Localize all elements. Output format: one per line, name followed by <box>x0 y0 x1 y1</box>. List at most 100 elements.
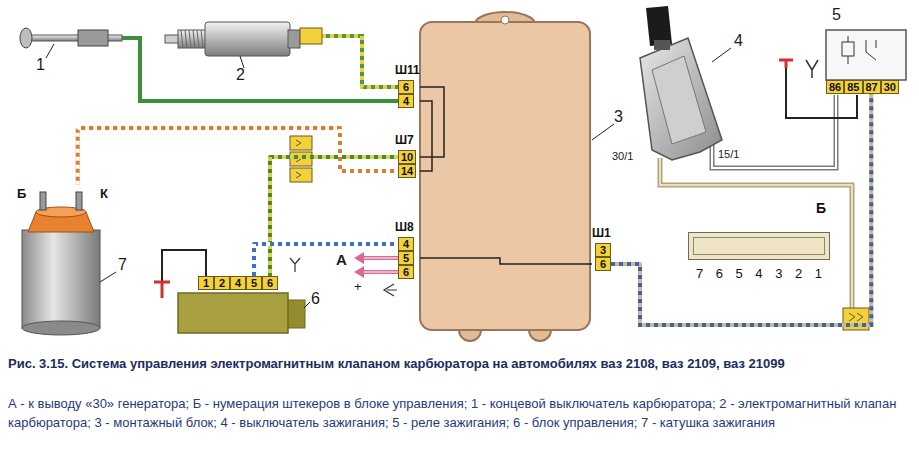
relay-part <box>848 36 876 64</box>
connector-block: Ш71014 <box>398 150 416 178</box>
wire-plug-part <box>849 313 863 321</box>
connector-name: Ш8 <box>395 220 414 234</box>
control-unit <box>154 250 310 333</box>
pin-number: 4 <box>398 237 414 251</box>
mounting-block-part <box>420 22 590 330</box>
thread-line <box>189 30 191 48</box>
ignition-coil-part <box>76 192 82 210</box>
callout-number: 2 <box>236 66 245 84</box>
pin-number: 85 <box>844 80 862 94</box>
pin-number: 2 <box>214 276 230 290</box>
solenoid-valve-part <box>205 22 290 56</box>
legend-text: А - к выводу «30» генератора; Б - нумера… <box>8 394 912 432</box>
solenoid-valve-part <box>322 36 398 87</box>
control-unit-pins: 12456 <box>198 276 278 290</box>
control-unit-part <box>304 302 310 308</box>
mounting-block <box>420 12 614 341</box>
plug-outline <box>688 232 830 260</box>
pin-number: 6 <box>262 276 278 290</box>
terminal-arrow-part <box>354 252 364 264</box>
wire-core <box>270 157 398 276</box>
wire <box>78 128 398 185</box>
thread-line <box>185 30 187 48</box>
callout-number: 1 <box>36 56 45 74</box>
callout-number: 3 <box>614 108 623 126</box>
callout-number: 7 <box>118 256 127 274</box>
pin-number: 4 <box>398 94 414 108</box>
solenoid-valve-part <box>300 28 322 44</box>
solenoid-valve-part <box>178 30 206 48</box>
figure-caption: Рис. 3.15. Система управления электромаг… <box>8 356 785 371</box>
mounting-block-part <box>592 124 614 140</box>
wire-stripe <box>254 244 398 276</box>
wire-core <box>611 94 871 325</box>
ignition-coil-part <box>22 230 100 328</box>
terminal-arrow <box>354 252 398 296</box>
pin-number: 86 <box>826 80 844 94</box>
terminal-arrow-part <box>362 258 398 272</box>
callout-number: 6 <box>311 290 320 308</box>
callout-number: 4 <box>734 32 743 50</box>
pin-number: 6 <box>595 257 611 271</box>
pin-number: 7 <box>696 266 703 281</box>
wire-stripe <box>78 128 398 185</box>
connector-block: Ш8456 <box>398 237 414 279</box>
pin-numbering-block: Б7654321 <box>688 200 830 281</box>
block-letter: Б <box>816 200 826 216</box>
ignition-coil-part <box>100 272 116 282</box>
terminal-arrow-part <box>362 258 398 272</box>
pin-number: 14 <box>398 164 416 178</box>
wire-core <box>78 128 398 185</box>
mounting-block-part <box>420 87 592 264</box>
pin-number: 30 <box>881 80 899 94</box>
ignition-switch-part <box>712 95 836 168</box>
pin-number: 5 <box>736 266 743 281</box>
ignition-switch-part <box>712 95 836 168</box>
solenoid-valve-part <box>165 35 179 43</box>
pin-number: 2 <box>795 266 802 281</box>
thread-line <box>197 30 199 48</box>
ignition-switch-part <box>712 48 731 62</box>
coil-terminals: БК <box>15 185 110 335</box>
limit-switch-part <box>78 30 108 46</box>
connector-name: Ш11 <box>395 63 420 77</box>
terminal-letter: Б <box>17 186 26 201</box>
terminal-arrow-part <box>354 266 364 278</box>
wire-stripe <box>611 94 871 325</box>
terminal-arrow-part <box>384 284 397 296</box>
solenoid-valve-part <box>322 36 398 87</box>
ignition-switch-part <box>640 38 722 160</box>
ignition-switch-part <box>654 40 670 50</box>
pin-number: 5 <box>398 251 414 265</box>
callout-number: 5 <box>832 6 841 24</box>
pin-number: 4 <box>755 266 762 281</box>
ignition-switch-part <box>660 158 852 310</box>
control-unit-part <box>154 282 170 298</box>
solenoid-valve <box>165 22 398 87</box>
pin-number: 6 <box>398 265 414 279</box>
pin-number: 4 <box>230 276 246 290</box>
ignition-switch-part <box>652 56 706 144</box>
relay-part <box>826 30 906 80</box>
connector-block: Ш1164 <box>398 80 414 108</box>
limit-switch-part <box>20 28 32 48</box>
thread-line <box>201 30 203 48</box>
ignition-coil <box>22 192 116 335</box>
terminal-name: 15/1 <box>718 148 739 160</box>
relay <box>779 30 906 118</box>
solenoid-valve-part <box>181 30 203 48</box>
pin-number: 10 <box>398 150 416 164</box>
wire-stripe <box>270 157 398 276</box>
wire <box>611 94 871 325</box>
polarity-sign: + <box>354 279 362 294</box>
ignition-switch-part <box>660 158 852 310</box>
pin-number: 6 <box>716 266 723 281</box>
pin-number: 3 <box>595 243 611 257</box>
ignition-switch <box>640 6 852 310</box>
connector-name: Ш1 <box>592 226 611 240</box>
wire <box>270 157 398 276</box>
control-unit-part <box>290 258 300 272</box>
pin-number: 1 <box>198 276 214 290</box>
pin-number: 5 <box>246 276 262 290</box>
terminal-name: 30/1 <box>612 150 633 162</box>
